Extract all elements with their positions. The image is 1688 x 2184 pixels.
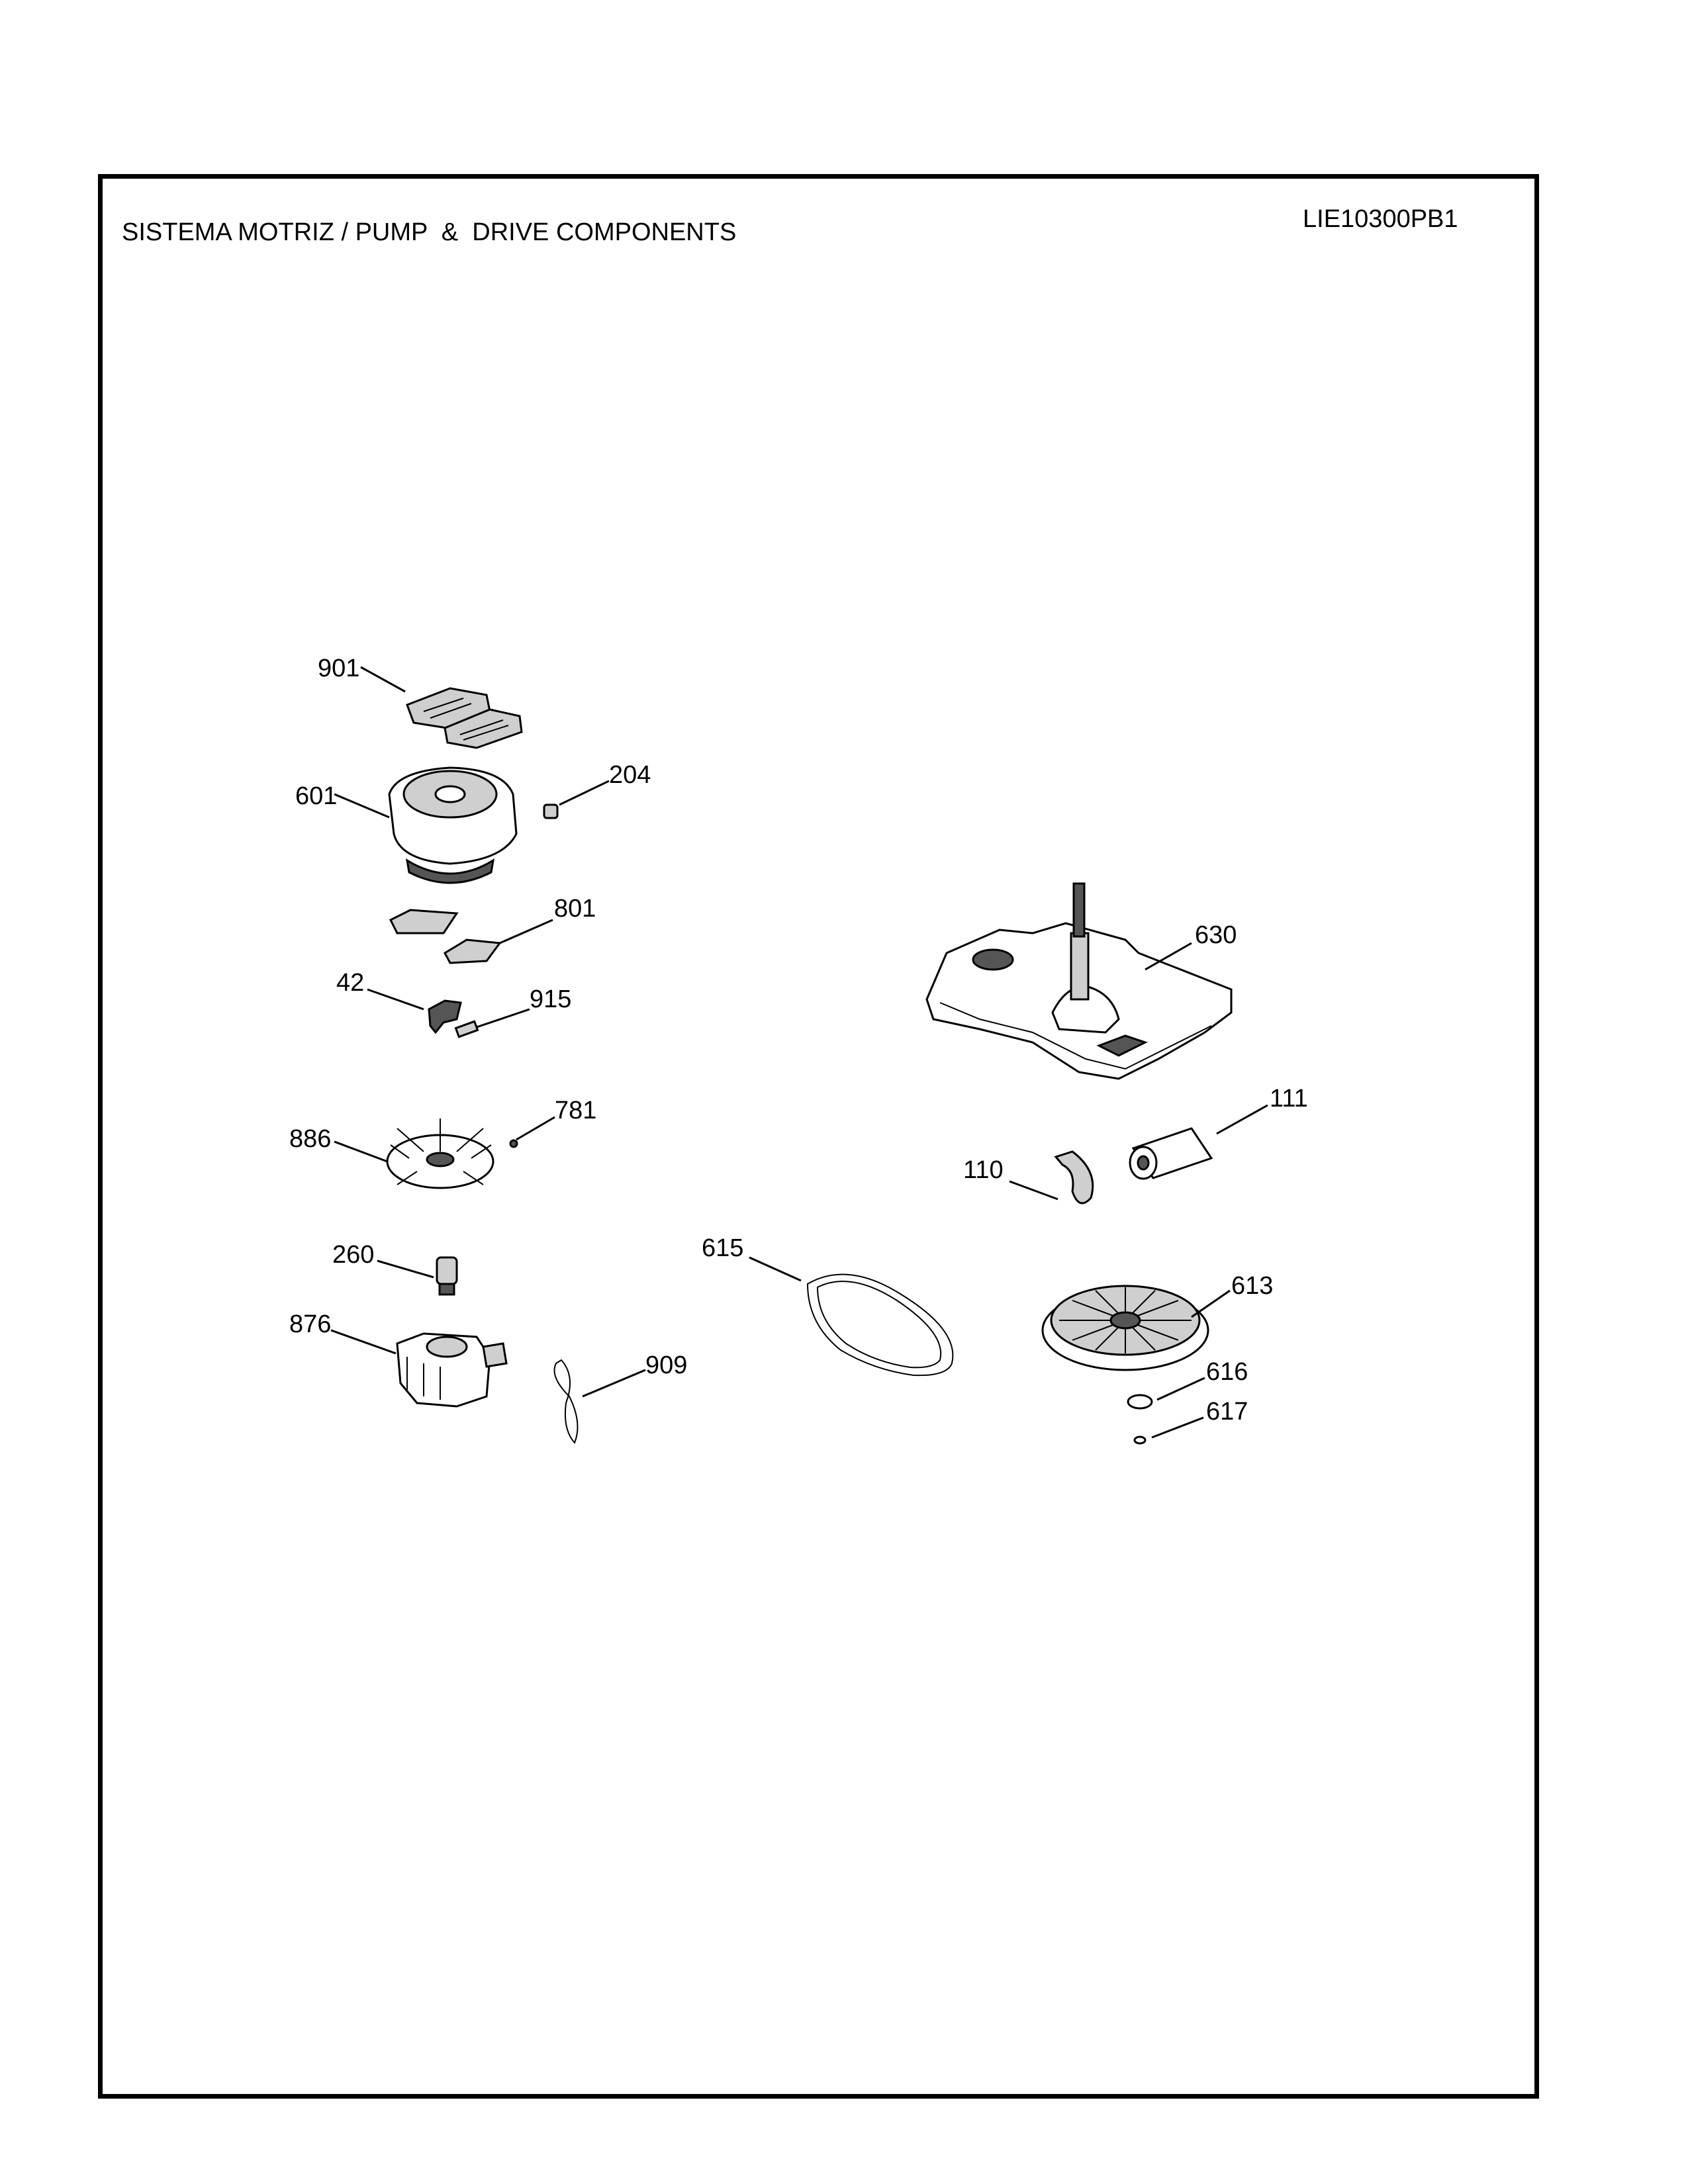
leader-615 (749, 1256, 802, 1282)
part-111-capacitor (1129, 1127, 1213, 1180)
part-781-screw (509, 1139, 518, 1148)
callout-42: 42 (336, 969, 364, 997)
callout-204: 204 (609, 761, 651, 789)
part-260-valve (436, 1256, 458, 1296)
callout-901: 901 (318, 655, 359, 682)
leader-204 (559, 780, 610, 806)
part-915-key (454, 1020, 479, 1038)
leader-801 (499, 919, 553, 944)
leader-110 (1009, 1180, 1058, 1201)
part-615-belt (806, 1273, 954, 1377)
leader-781 (516, 1116, 555, 1141)
callout-110: 110 (963, 1156, 1004, 1184)
leader-886 (334, 1140, 388, 1163)
part-901-brackets (406, 687, 523, 749)
leader-616 (1156, 1377, 1205, 1401)
leader-901 (360, 666, 406, 693)
callout-909: 909 (645, 1351, 687, 1379)
part-204-pin (543, 803, 559, 819)
part-613-pulley (1041, 1285, 1209, 1371)
callout-613: 613 (1231, 1272, 1273, 1300)
callout-915: 915 (530, 985, 571, 1013)
leader-260 (377, 1259, 434, 1279)
part-617-ring (1133, 1435, 1147, 1445)
callout-617: 617 (1206, 1398, 1248, 1426)
leader-617 (1151, 1416, 1204, 1439)
callout-886: 886 (289, 1125, 331, 1153)
part-616-washer (1127, 1394, 1153, 1410)
part-110-strap (1054, 1150, 1094, 1205)
callout-616: 616 (1206, 1358, 1248, 1386)
callout-601: 601 (295, 782, 337, 810)
callout-615: 615 (702, 1234, 743, 1262)
part-601-motor (388, 766, 518, 884)
callout-260: 260 (332, 1241, 374, 1269)
diagram-frame (98, 174, 1539, 2099)
leader-42 (367, 988, 424, 1011)
callout-876: 876 (289, 1310, 331, 1338)
callout-801: 801 (554, 895, 596, 923)
part-42-clip (428, 999, 462, 1034)
part-876-pump (396, 1332, 508, 1408)
leader-876 (330, 1329, 397, 1355)
callout-111: 111 (1270, 1085, 1308, 1113)
diagram-code: LIE10300PB1 (1303, 205, 1458, 233)
leader-909 (582, 1369, 646, 1398)
part-801-pads (389, 909, 502, 964)
callout-781: 781 (555, 1097, 596, 1124)
leader-630 (1145, 942, 1192, 971)
part-630-transmission (925, 882, 1233, 1080)
leader-915 (476, 1008, 530, 1028)
leader-601 (334, 793, 390, 819)
part-886-fan (386, 1118, 494, 1189)
callout-630: 630 (1195, 921, 1237, 949)
diagram-title: SISTEMA MOTRIZ / PUMP & DRIVE COMPONENTS (122, 218, 737, 246)
part-909-wire (553, 1359, 579, 1444)
leader-613 (1191, 1289, 1231, 1318)
leader-111 (1216, 1104, 1268, 1135)
